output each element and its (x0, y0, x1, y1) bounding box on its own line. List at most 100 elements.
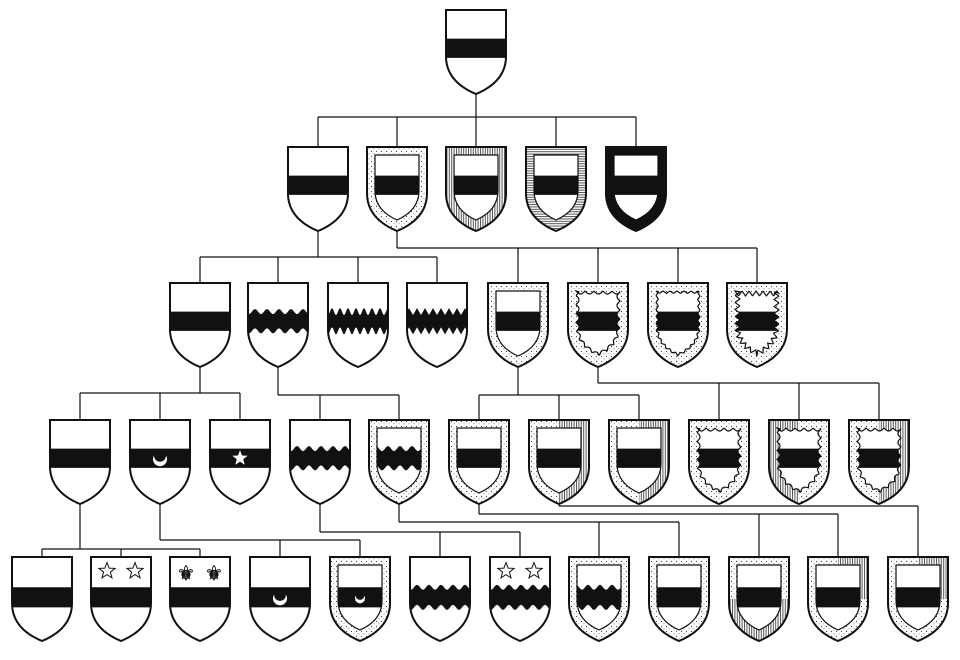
shield-outline (728, 556, 790, 643)
shield-outline (247, 282, 309, 369)
shield-outline (90, 556, 152, 643)
inner-outline (613, 154, 659, 221)
fess (656, 311, 700, 331)
shield (448, 419, 510, 506)
inner-outline (576, 564, 622, 631)
shield-outline (648, 556, 710, 643)
star-icon (125, 561, 145, 580)
shield-outline (169, 556, 231, 643)
fess (577, 584, 621, 610)
bordure (648, 283, 708, 367)
fess (377, 446, 421, 471)
shield (647, 282, 709, 369)
shield-outline (525, 146, 587, 233)
fess (12, 587, 72, 608)
shield (247, 282, 309, 369)
inner-outline (815, 564, 861, 631)
bordure-tincture (879, 420, 909, 504)
bordure (689, 420, 749, 504)
shield-outline (445, 146, 507, 233)
shield (528, 419, 590, 506)
shield-outline (289, 419, 351, 506)
shield-outline (848, 419, 910, 506)
fess (375, 175, 419, 195)
fess (170, 311, 230, 331)
shield (11, 556, 73, 643)
inner-outline (616, 427, 662, 494)
inner-outline (495, 290, 541, 357)
fleur-de-lis-icon: ⚜ (205, 561, 223, 585)
fess (288, 175, 348, 195)
inner-outline (374, 154, 420, 221)
bordure-tincture (769, 420, 799, 504)
fess (735, 311, 779, 331)
inner-outline (536, 427, 582, 494)
shield (648, 556, 710, 643)
shield (49, 419, 111, 506)
shield-outline (445, 9, 507, 96)
inner-outline (533, 154, 579, 221)
inner-outline (453, 154, 499, 221)
fess (816, 587, 860, 608)
shield (768, 419, 830, 506)
shield (848, 419, 910, 506)
fess (490, 584, 550, 610)
crescent-icon-mask (154, 449, 166, 462)
shields: ⚜⚜ (11, 9, 949, 643)
fess (407, 308, 467, 335)
inner-outline (337, 564, 383, 631)
inner-outline (774, 426, 822, 493)
shield (368, 419, 430, 506)
inner-outline (694, 426, 742, 493)
shield-outline (489, 556, 551, 643)
shield (169, 282, 231, 369)
fess (697, 448, 741, 468)
shield (608, 419, 670, 506)
inner-outline (895, 564, 941, 631)
fess (896, 587, 940, 608)
shield-outline (568, 556, 630, 643)
fess (410, 584, 470, 610)
shield-outline (11, 556, 73, 643)
inner-outline (854, 426, 902, 493)
fess (617, 448, 661, 468)
star-icon (97, 561, 117, 580)
shield (688, 419, 750, 506)
inner-outline (376, 427, 422, 494)
fess (534, 175, 578, 195)
fess (328, 308, 388, 335)
shield (445, 9, 507, 96)
star-icon (232, 450, 248, 465)
shield-outline (287, 146, 349, 233)
shield (327, 282, 389, 369)
shield-outline (807, 556, 869, 643)
shield (406, 282, 468, 369)
crescent-icon-mask (274, 588, 286, 601)
crescent-icon-mask (355, 591, 365, 600)
bordure (568, 283, 628, 367)
shield (90, 556, 152, 643)
fess (737, 587, 781, 608)
shield (487, 282, 549, 369)
shield-outline (726, 282, 788, 369)
shield-outline (409, 556, 471, 643)
shield-outline (406, 282, 468, 369)
shield (489, 556, 551, 643)
shield-outline (567, 282, 629, 369)
inner-outline (736, 564, 782, 631)
shield-outline (608, 419, 670, 506)
shield (209, 419, 271, 506)
shield (887, 556, 949, 643)
shield-outline (528, 419, 590, 506)
fess (248, 309, 308, 334)
shield-outline (887, 556, 949, 643)
shield (249, 556, 311, 643)
fess (457, 448, 501, 468)
shield (409, 556, 471, 643)
inner-outline (655, 290, 701, 357)
shield (329, 556, 391, 643)
fess (657, 587, 701, 608)
fess (614, 175, 658, 195)
shield (287, 146, 349, 233)
shield-outline (129, 419, 191, 506)
